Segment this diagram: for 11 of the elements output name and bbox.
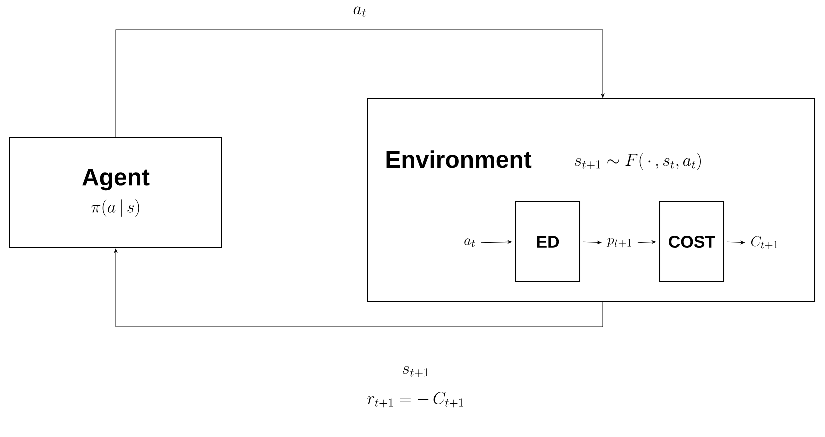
agent-box: Agent $\pi(a\,|\,s)$ (10, 138, 222, 248)
process-box: ED (516, 202, 580, 282)
edge-label: $a_t$ (352, 6, 368, 18)
reward-formula: $s_{t+1}$ (403, 366, 428, 378)
process-box: COST (660, 202, 724, 282)
reward-formula: $r_{t+1} = -\,C_{t+1}$ (368, 392, 464, 408)
arrow (116, 30, 605, 138)
signal-label: $C_{t+1}$ (751, 236, 778, 250)
arrow (114, 248, 604, 328)
signal-label: $a_t$ (464, 238, 476, 248)
signal-label: $p_{t+1}$ (606, 238, 632, 248)
